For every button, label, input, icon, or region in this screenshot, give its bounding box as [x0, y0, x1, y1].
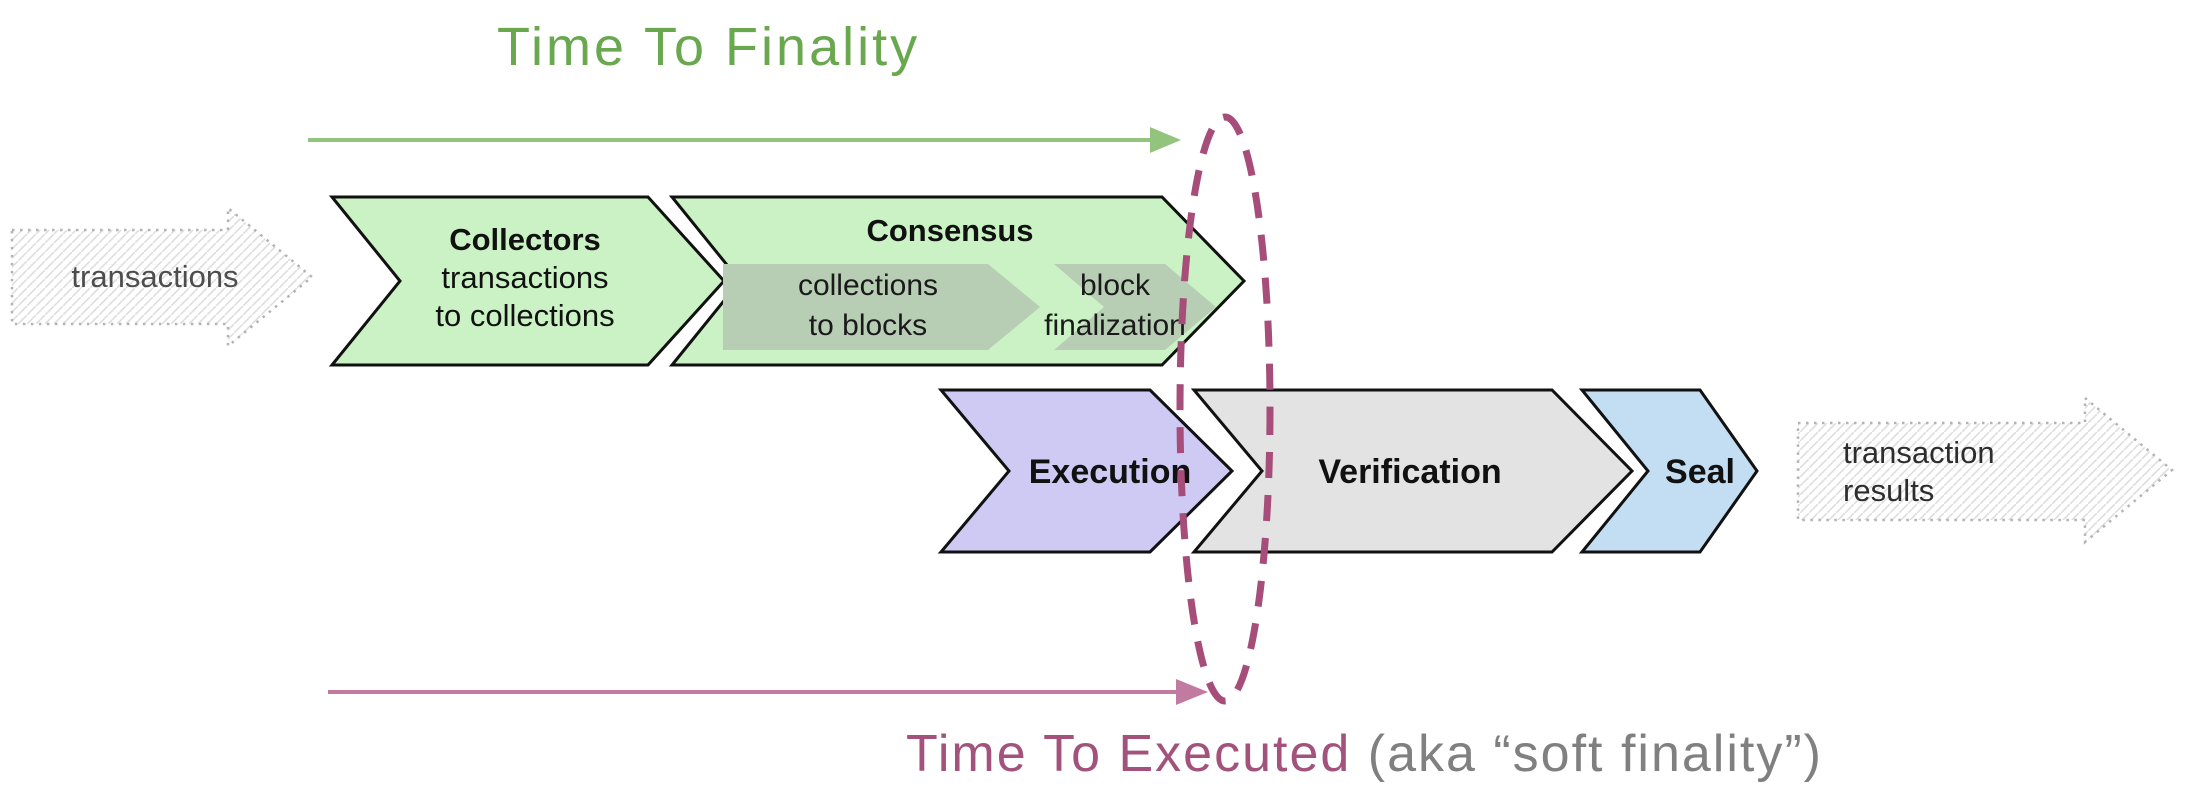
execution-chevron — [937, 388, 1235, 554]
transaction-results-arrow-icon — [1796, 395, 2174, 545]
collectors-title: Collectors — [449, 222, 601, 257]
collectors-label: Collectors transactions to collections — [395, 221, 655, 335]
consensus-sub2-line1: block — [1079, 269, 1151, 302]
time-to-executed-title: Time To Executed (aka “soft finality”) — [906, 724, 1823, 784]
consensus-sub1-line2: to blocks — [808, 309, 928, 342]
transaction-results-line2: results — [1843, 473, 1935, 508]
consensus-sub1-line1: collections — [797, 269, 939, 302]
finality-arrow — [308, 127, 1181, 153]
consensus-sub1-label: collections to blocks — [738, 266, 998, 346]
consensus-subchevron-collections-to-blocks — [723, 264, 1040, 350]
seal-label: Seal — [1665, 453, 1735, 491]
seal-chevron — [1578, 388, 1759, 554]
consensus-title: Consensus — [866, 213, 1034, 248]
transactions-input-label: transactions — [71, 259, 239, 294]
verification-label: Verification — [1318, 453, 1502, 491]
executed-arrow — [328, 679, 1208, 705]
finality-arrowhead-icon — [1150, 127, 1181, 153]
collectors-line2: to collections — [435, 298, 615, 333]
consensus-subchevron-block-finalization — [1054, 264, 1216, 350]
consensus-sub2-line2: finalization — [1044, 309, 1186, 342]
transaction-results-line1: transaction — [1843, 435, 1995, 470]
time-to-finality-title: Time To Finality — [497, 17, 921, 77]
transaction-results-label: transaction results — [1843, 434, 1995, 510]
time-to-executed-suffix: (aka “soft finality”) — [1351, 725, 1823, 783]
consensus-sub2-label: block finalization — [1000, 266, 1230, 346]
transactions-input-arrow-icon — [10, 205, 314, 349]
execution-label: Execution — [1028, 453, 1192, 491]
collectors-chevron — [328, 195, 727, 367]
executed-arrowhead-icon — [1176, 679, 1208, 705]
collectors-line1: transactions — [441, 260, 609, 295]
consensus-label: Consensus — [740, 212, 1160, 250]
time-to-executed-main: Time To Executed — [906, 725, 1352, 783]
